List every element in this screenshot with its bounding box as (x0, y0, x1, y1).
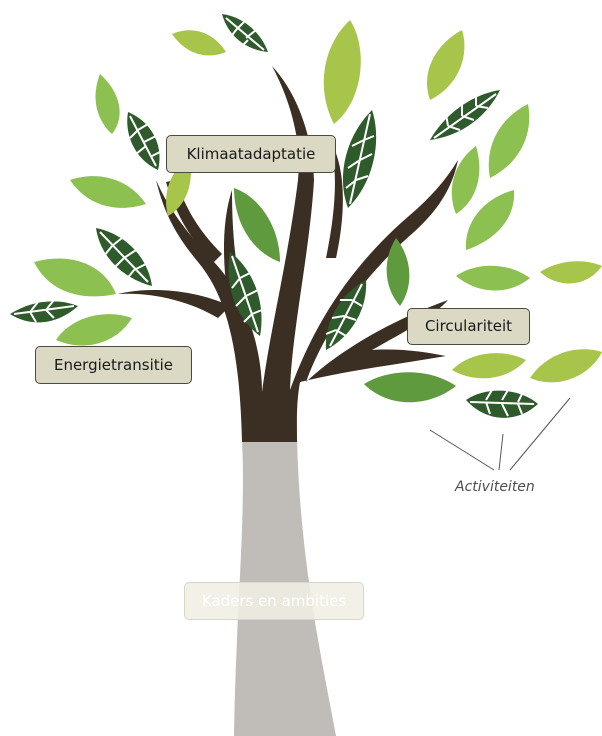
leaf (127, 112, 161, 170)
leaf (234, 188, 280, 262)
leaf (466, 389, 538, 418)
leaf (96, 228, 152, 286)
leaf (456, 265, 530, 291)
leaf (222, 14, 268, 52)
leaf (430, 90, 500, 140)
energietransitie-label[interactable]: Energietransitie (35, 346, 192, 384)
leaf (342, 110, 377, 208)
leaf (540, 261, 602, 284)
activiteiten-label: Activiteiten (455, 479, 535, 495)
circulariteit-label[interactable]: Circulariteit (407, 308, 530, 345)
kaders-en-ambities-label[interactable]: Kaders en ambities (184, 582, 364, 620)
leaf (95, 74, 120, 134)
leaf (426, 30, 465, 100)
activiteiten-pointer-lines (429, 397, 571, 471)
leaves (10, 14, 602, 418)
klimaatadaptatie-label[interactable]: Klimaatadaptatie (166, 135, 336, 173)
leaf (465, 190, 515, 250)
leaf (530, 349, 602, 383)
leaf (228, 252, 263, 336)
leaf (325, 280, 367, 350)
leaf (488, 104, 530, 178)
leaf (172, 30, 226, 56)
leaf (70, 176, 146, 208)
leaf (452, 353, 526, 379)
leaf (451, 146, 480, 214)
leaf (56, 314, 132, 346)
leaf (364, 372, 456, 403)
leaf (323, 20, 361, 124)
leaf (10, 299, 78, 323)
leaf (34, 258, 116, 297)
leaf (386, 238, 410, 306)
